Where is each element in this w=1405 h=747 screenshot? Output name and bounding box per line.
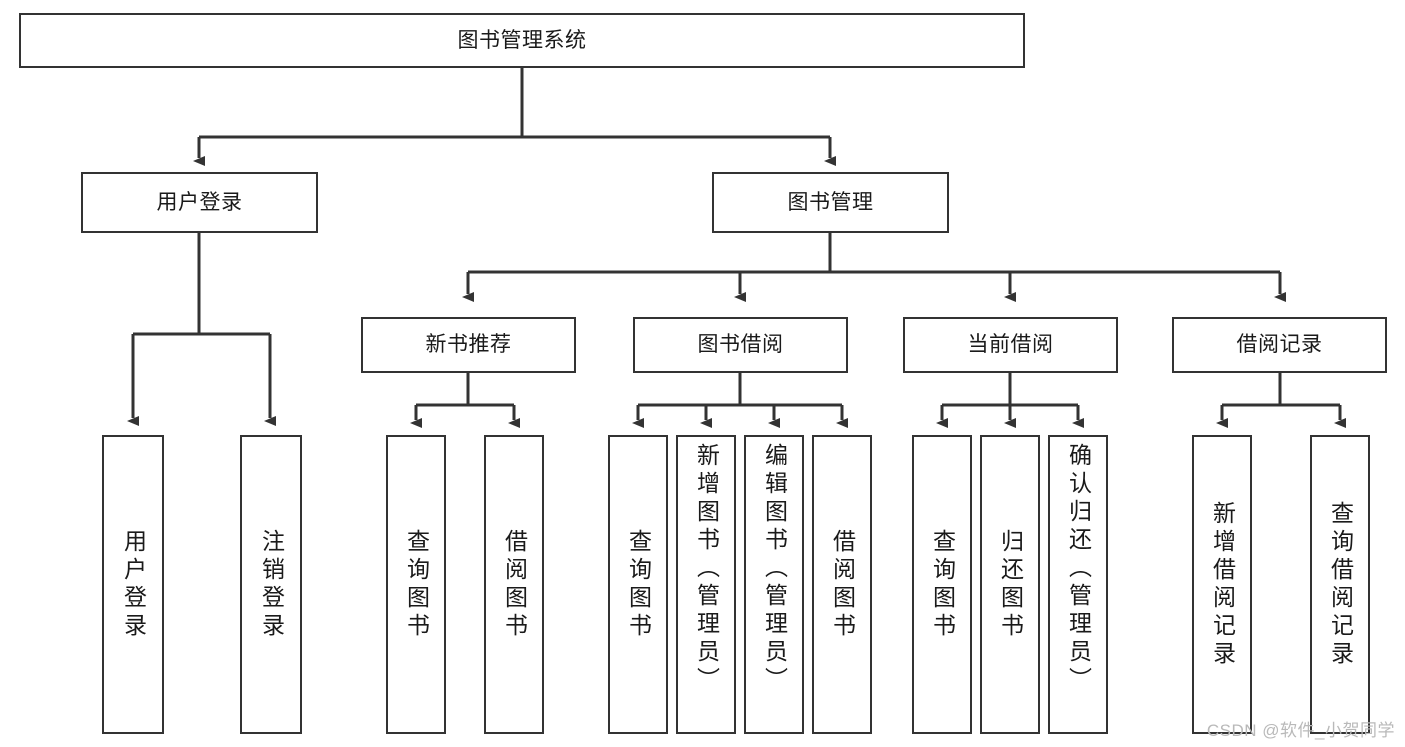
leaf-add-record-label: 新增借阅记录 bbox=[1209, 500, 1236, 669]
leaf-return-book[interactable]: 归还图书 bbox=[980, 435, 1040, 734]
node-borrow-record[interactable]: 借阅记录 bbox=[1172, 317, 1387, 373]
leaf-borrow-book-1[interactable]: 借阅图书 bbox=[484, 435, 544, 734]
node-book-borrow-label: 图书借阅 bbox=[697, 333, 784, 357]
leaf-edit-book-label: 编辑图书（管理员） bbox=[761, 443, 788, 695]
node-book-management[interactable]: 图书管理 bbox=[712, 172, 949, 233]
node-book-borrow[interactable]: 图书借阅 bbox=[633, 317, 848, 373]
leaf-borrow-book-2-label: 借阅图书 bbox=[829, 528, 856, 641]
node-user-login-label: 用户登录 bbox=[156, 190, 243, 214]
node-borrow-record-label: 借阅记录 bbox=[1236, 333, 1323, 357]
leaf-query-record[interactable]: 查询借阅记录 bbox=[1310, 435, 1370, 734]
leaf-logout-login-label: 注销登录 bbox=[258, 528, 285, 641]
leaf-edit-book[interactable]: 编辑图书（管理员） bbox=[744, 435, 804, 734]
node-current-borrow-label: 当前借阅 bbox=[967, 333, 1054, 357]
node-user-login[interactable]: 用户登录 bbox=[81, 172, 318, 233]
leaf-query-book-2-label: 查询图书 bbox=[625, 528, 652, 641]
node-root[interactable]: 图书管理系统 bbox=[19, 13, 1025, 68]
leaf-logout-login[interactable]: 注销登录 bbox=[240, 435, 302, 734]
leaf-query-book-1[interactable]: 查询图书 bbox=[386, 435, 446, 734]
leaf-query-book-3[interactable]: 查询图书 bbox=[912, 435, 972, 734]
leaf-add-book-label: 新增图书（管理员） bbox=[693, 443, 720, 695]
leaf-user-login-label: 用户登录 bbox=[120, 528, 147, 641]
leaf-add-book[interactable]: 新增图书（管理员） bbox=[676, 435, 736, 734]
leaf-borrow-book-2[interactable]: 借阅图书 bbox=[812, 435, 872, 734]
leaf-query-record-label: 查询借阅记录 bbox=[1327, 500, 1354, 669]
node-current-borrow[interactable]: 当前借阅 bbox=[903, 317, 1118, 373]
node-new-book-recommend[interactable]: 新书推荐 bbox=[361, 317, 576, 373]
leaf-borrow-book-1-label: 借阅图书 bbox=[501, 528, 528, 641]
node-root-label: 图书管理系统 bbox=[457, 28, 587, 52]
leaf-query-book-1-label: 查询图书 bbox=[403, 528, 430, 641]
leaf-confirm-return-label: 确认归还（管理员） bbox=[1065, 443, 1092, 695]
node-book-management-label: 图书管理 bbox=[787, 190, 874, 214]
leaf-user-login[interactable]: 用户登录 bbox=[102, 435, 164, 734]
leaf-return-book-label: 归还图书 bbox=[997, 528, 1024, 641]
leaf-add-record[interactable]: 新增借阅记录 bbox=[1192, 435, 1252, 734]
node-new-book-recommend-label: 新书推荐 bbox=[425, 333, 512, 357]
leaf-query-book-3-label: 查询图书 bbox=[929, 528, 956, 641]
leaf-query-book-2[interactable]: 查询图书 bbox=[608, 435, 668, 734]
leaf-confirm-return[interactable]: 确认归还（管理员） bbox=[1048, 435, 1108, 734]
watermark-text: CSDN @软件_小贺同学 bbox=[1206, 721, 1395, 740]
